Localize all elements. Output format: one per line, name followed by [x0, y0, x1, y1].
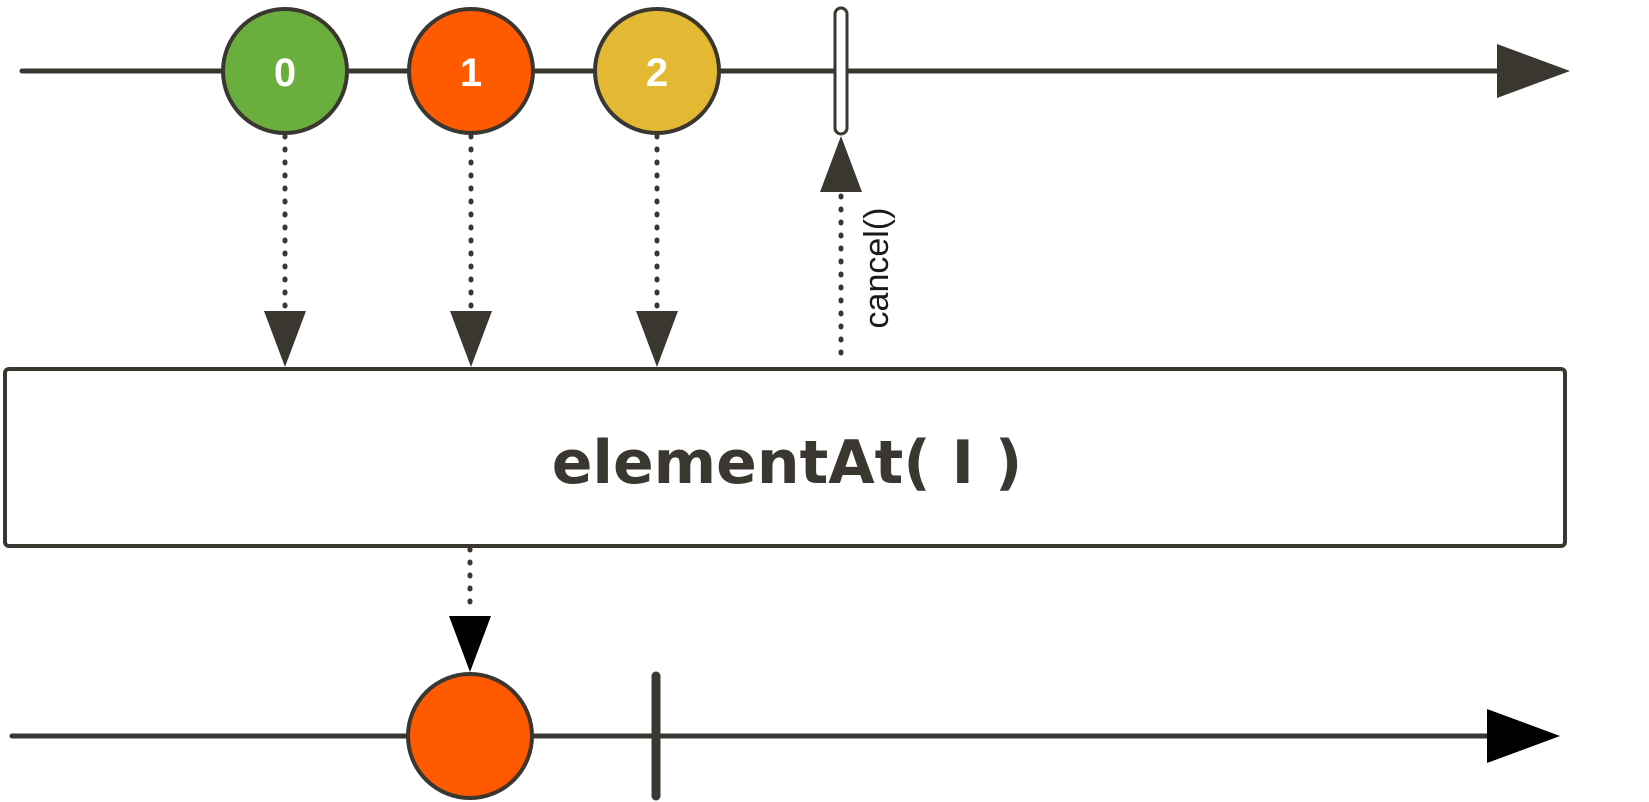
cancel-marker	[833, 6, 849, 136]
result-emission-arrowhead	[449, 616, 491, 672]
marble-0-label: 0	[274, 51, 296, 95]
marble-2-label: 2	[646, 51, 668, 95]
result-marble	[406, 672, 534, 800]
emission-arrows	[264, 133, 678, 367]
marble-1-circle	[407, 7, 535, 135]
result-marble-circle	[406, 672, 534, 800]
emission-arrow-2	[636, 133, 678, 367]
emission-arrow-1	[450, 133, 492, 367]
marble-2-circle	[593, 7, 721, 135]
marble-1-label: 1	[460, 51, 482, 95]
operator-label: elementAt( I )	[552, 428, 1023, 498]
result-timeline-arrowhead	[1487, 709, 1560, 763]
result-timeline	[9, 709, 1560, 763]
marble-0-circle	[221, 7, 349, 135]
source-timeline-arrowhead	[1497, 44, 1570, 98]
result-emission-arrow	[449, 546, 491, 672]
emission-arrow-0	[264, 133, 306, 367]
source-marble-1: 1	[407, 7, 535, 135]
source-marble-2: 2	[593, 7, 721, 135]
source-marble-0: 0	[221, 7, 349, 135]
cancel-request-arrow	[820, 136, 862, 368]
cancel-request-label: cancel()	[858, 208, 896, 329]
operator-box: elementAt( I )	[3, 367, 1567, 548]
